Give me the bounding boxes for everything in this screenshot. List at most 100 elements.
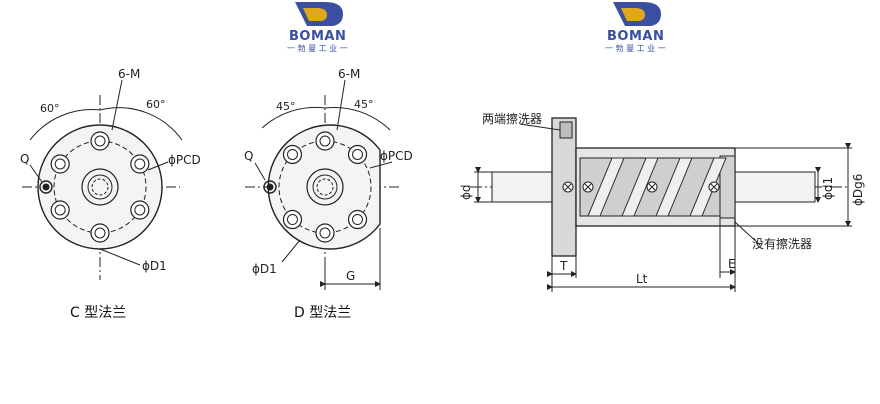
helix-groove [655,157,693,217]
lt-label: Lt [636,272,648,286]
t-label: T [559,259,568,273]
helix-groove [587,157,625,217]
d-type-flange-view [245,79,400,290]
helix-groove [689,157,727,217]
nut-bore-inner [87,174,113,200]
angle-arc-right [99,107,183,141]
wiper-label: 两端擦洗器 [482,112,542,126]
c-angle-left-label: 60° [40,102,60,115]
logo-mark-gold [303,8,327,21]
screw-shaft [91,178,109,196]
bolt-hole [282,209,303,230]
ball-cross-mark [648,183,656,191]
brand-logo-right: BOMAN 一 勃 曼 工 业 一 [605,2,666,53]
c-holes-label: 6-M [118,67,140,81]
d-d1-label: ϕD1 [252,262,277,276]
d-g-label: G [346,269,355,283]
q-leader [29,164,43,183]
oil-hole [39,180,53,194]
ball-cross-mark [710,183,718,191]
logo-subtitle-text: 一 勃 曼 工 业 一 [605,43,666,53]
d1-leader [99,248,141,266]
d-pcd-label: ϕPCD [380,149,413,163]
bolt-hole-inner [286,148,298,160]
d-type-caption: D 型法兰 [294,305,352,321]
wiper-element [559,121,573,139]
d-angle-left-label: 45° [276,100,296,113]
no-wiper-leader [734,221,761,246]
bolt-hole-inner [352,214,364,226]
nut-bore-inner [312,174,338,200]
bolt-hole-inner [54,204,66,216]
logo-brand-text: BOMAN [289,29,346,44]
bolt-hole-inner [286,214,298,226]
bolt-hole [347,144,368,165]
bolt-hole-inner [54,158,66,170]
balls [562,181,720,193]
bolt-hole-inner [94,227,106,239]
d-q-label: Q [244,149,253,163]
c-type-flange-view [22,79,183,280]
bolt-hole [90,223,110,243]
bolt-hole [315,131,335,151]
oil-hole [263,180,277,194]
nut-end-collar [719,155,736,219]
bolt-hole-inner [134,204,146,216]
bolt-hole [130,154,150,174]
bolt-hole [90,131,110,151]
ball-cross-mark [584,183,592,191]
c-type-caption: C 型法兰 [70,305,127,321]
angle-arc-left [261,106,326,129]
bolt-hole-inner [319,135,331,147]
bolt-hole-inner [134,158,146,170]
screw-shaft-right [734,171,816,203]
c-pcd-label: ϕPCD [168,153,201,167]
wiper-leader [519,123,561,131]
bolt-hole [50,200,70,220]
nut-bore-outer [306,168,344,206]
bolt-hole-inner [94,135,106,147]
no-wiper-label: 没有擦洗器 [752,236,812,251]
helix-groove [621,157,659,217]
angle-arc-left [29,109,101,141]
screw-shaft [316,178,334,196]
ball-grooves [587,157,727,217]
d-angle-right-label: 45° [354,98,374,111]
d-holes-label: 6-M [338,67,360,81]
bolt-holes [50,131,150,243]
e-label: E [728,257,736,271]
logo-subtitle-text: 一 勃 曼 工 业 一 [287,43,348,53]
pcd-leader [147,161,169,171]
pcd-leader [369,161,393,169]
holes-leader [111,79,123,131]
q-leader [254,162,266,181]
c-q-label: Q [20,152,29,166]
bolt-hole [347,209,368,230]
d1-label: ϕd1 [821,177,835,200]
logo-brand-text: BOMAN [607,29,664,44]
bolt-holes [282,131,368,243]
nut-bore-outer [81,168,119,206]
oil-hole-center [42,183,50,191]
dg6-label: ϕDg6 [851,174,865,206]
oil-hole-center [266,183,274,191]
bolt-hole [282,144,303,165]
angle-arc-right [324,106,391,131]
bolt-hole [50,154,70,174]
d-label: ϕd [459,184,473,200]
side-section-view [470,117,852,292]
holes-leader [336,79,346,131]
bolt-hole-inner [352,148,364,160]
c-d1-label: ϕD1 [142,259,167,273]
ball-cross-mark [564,183,572,191]
c-angle-right-label: 60° [146,98,166,111]
bolt-hole [315,223,335,243]
d1-leader [281,239,301,263]
brand-logo-left: BOMAN 一 勃 曼 工 业 一 [287,2,348,53]
bolt-hole-inner [319,227,331,239]
logo-mark-gold [621,8,645,21]
bolt-hole [130,200,150,220]
screw-shaft-left [491,171,553,203]
